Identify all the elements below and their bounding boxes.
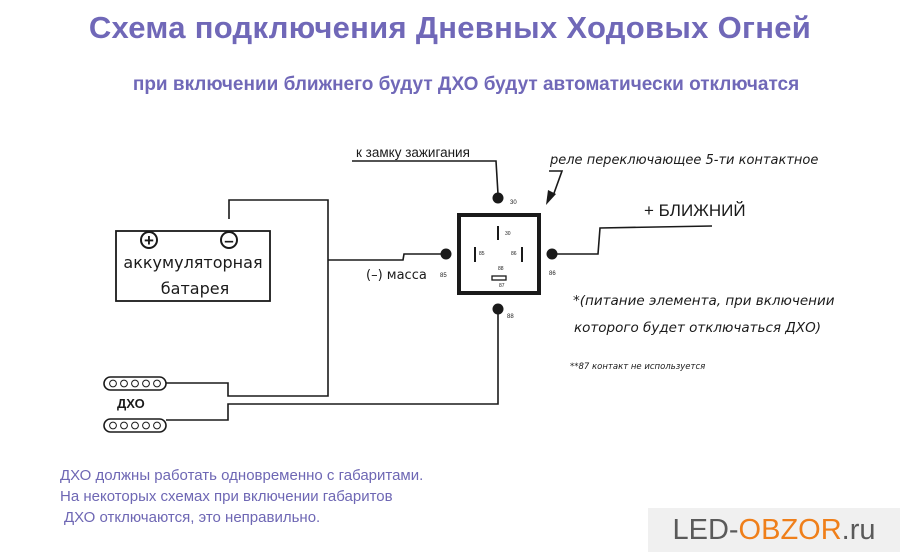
note-power-line1: *(питание элемента, при включении: [573, 293, 835, 309]
relay-arrow-head: [546, 190, 556, 205]
note-power-line2: которого будет отключаться ДХО): [574, 320, 821, 336]
relay-terminal-85: [440, 248, 452, 260]
relay-arrow-line: [549, 170, 564, 197]
logo-part-led: LED-: [672, 514, 739, 546]
footer-note-line1: ДХО должны работать одновременно с габар…: [60, 467, 424, 484]
wire-low-beam: [556, 225, 713, 255]
ground-label: (–) масса: [366, 268, 427, 283]
site-logo[interactable]: LED-OBZOR.ru: [648, 508, 900, 552]
wires: [218, 160, 713, 421]
low-beam-label: + БЛИЖНИЙ: [644, 201, 746, 220]
ignition-label: к замку зажигания: [356, 145, 470, 160]
relay-inner-86: 86: [511, 251, 517, 257]
pin-label-86: 86: [549, 271, 556, 277]
drl-lamp-top: [103, 376, 167, 391]
battery-minus-terminal: [220, 231, 238, 249]
drl-lamp-bottom: [103, 418, 167, 433]
wire-ground: [328, 253, 446, 261]
pin-label-88: 88: [507, 314, 514, 320]
wire-pin88: [218, 314, 499, 421]
drl-label: ДХО: [117, 396, 145, 411]
relay-terminal-86: [546, 248, 558, 260]
page-title: Схема подключения Дневных Ходовых Огней: [88, 10, 812, 45]
note-87: **87 контакт не используется: [570, 362, 705, 372]
footer-note-line3: ДХО отключаются, это неправильно.: [64, 509, 321, 526]
relay-inner-87: 87: [499, 283, 505, 289]
relay-inner-30: 30: [505, 231, 511, 237]
relay-inner-88: 88: [498, 266, 504, 272]
footer-note-line2: На некоторых схемах при включении габари…: [60, 488, 393, 505]
logo-part-obzor: OBZOR: [738, 514, 842, 546]
relay-terminal-88: [492, 303, 504, 315]
wire-ignition: [352, 160, 499, 195]
battery-label-line2: батарея: [161, 279, 229, 298]
battery-minus-sign: –: [224, 231, 233, 250]
relay-label: реле переключающее 5-ти контактное: [549, 153, 818, 168]
battery-plus-terminal: [140, 231, 158, 249]
relay-contact-87: [491, 275, 507, 281]
pin-label-85: 85: [440, 273, 447, 279]
relay-inner-85: 85: [479, 251, 485, 257]
battery-plus-sign: +: [144, 231, 154, 250]
pin-label-30: 30: [510, 200, 517, 206]
page-subtitle: при включении ближнего будут ДХО будут а…: [132, 74, 800, 95]
footer-note: ДХО должны работать одновременно с габар…: [60, 465, 423, 528]
battery-label-line1: аккумуляторная: [123, 253, 262, 272]
logo-part-ru: .ru: [841, 514, 876, 546]
relay-terminal-30: [492, 192, 504, 204]
wire-battery-plus: [218, 199, 329, 397]
